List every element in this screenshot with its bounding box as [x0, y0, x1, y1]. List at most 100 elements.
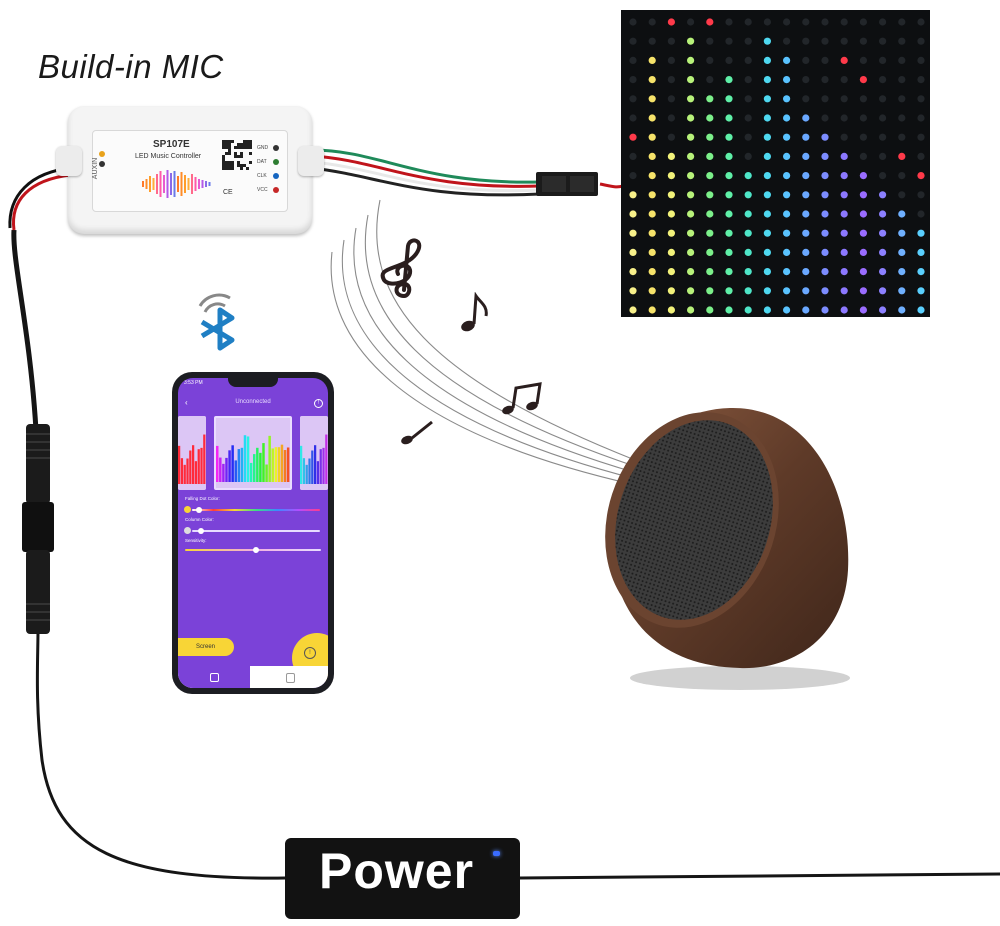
- qr-module: [249, 140, 252, 143]
- status-time: 3:53 PM: [184, 380, 203, 386]
- back-arrow-icon[interactable]: ‹: [185, 398, 188, 407]
- qr-module: [234, 155, 237, 158]
- led-dot: [783, 287, 791, 295]
- led-dot: [879, 76, 887, 84]
- qr-module: [246, 143, 249, 146]
- pin-dot-clk: [273, 173, 279, 179]
- led-dot: [802, 191, 810, 199]
- led-dot: [667, 152, 675, 160]
- led-dot: [802, 306, 810, 314]
- spectrum-bar: [283, 450, 287, 482]
- led-dot: [898, 18, 906, 26]
- led-dot: [802, 37, 810, 45]
- led-dot: [706, 56, 714, 64]
- spectrum-bar: [203, 434, 206, 484]
- mode-thumbnail-right[interactable]: [300, 416, 328, 490]
- mode-thumbnail-left[interactable]: [178, 416, 206, 490]
- led-dot: [898, 76, 906, 84]
- led-dot: [802, 210, 810, 218]
- falling-dot-color-slider[interactable]: [192, 507, 320, 513]
- led-dot: [879, 229, 887, 237]
- led-dot: [648, 191, 656, 199]
- led-dot: [706, 76, 714, 84]
- led-dot: [879, 152, 887, 160]
- led-dot: [667, 76, 675, 84]
- qr-module: [243, 143, 246, 146]
- nav-tab-modes[interactable]: [178, 666, 250, 688]
- led-dot: [802, 268, 810, 276]
- column-color-label: Column Color:: [185, 517, 214, 522]
- led-dot: [821, 268, 829, 276]
- power-module: Power: [285, 838, 520, 919]
- controller-model: SP107E: [153, 139, 190, 150]
- led-dot: [763, 268, 771, 276]
- qr-module: [249, 143, 252, 146]
- led-dot: [840, 191, 848, 199]
- led-dot: [821, 287, 829, 295]
- qr-module: [243, 146, 246, 149]
- screen-button[interactable]: Screen: [178, 638, 234, 656]
- led-dot: [725, 56, 733, 64]
- led-dot: [629, 152, 637, 160]
- falling-dot-check-icon[interactable]: [184, 506, 191, 513]
- spectrum-bar: [271, 448, 274, 482]
- led-dot: [763, 76, 771, 84]
- led-dot: [840, 133, 848, 141]
- qr-module: [222, 158, 225, 161]
- led-dot: [744, 56, 752, 64]
- info-icon[interactable]: !: [314, 399, 323, 408]
- bottom-nav: [178, 666, 328, 688]
- led-dot: [763, 306, 771, 314]
- led-dot: [879, 18, 887, 26]
- led-dot: [667, 114, 675, 122]
- sensitivity-slider[interactable]: [185, 547, 321, 553]
- smartphone: 3:53 PM ‹ Unconnected ! Falling Dot Colo…: [172, 372, 334, 694]
- spectrum-bar: [311, 450, 314, 484]
- led-dot: [917, 210, 925, 218]
- qr-module: [246, 167, 249, 170]
- spectrum-bar: [186, 458, 189, 484]
- led-dot: [763, 287, 771, 295]
- led-dot: [648, 114, 656, 122]
- led-dot: [840, 287, 848, 295]
- led-dot: [725, 172, 733, 180]
- led-dot: [879, 56, 887, 64]
- led-dot: [898, 248, 906, 256]
- spectrum-bar: [228, 450, 231, 482]
- led-dot: [629, 76, 637, 84]
- spectrum-bar: [222, 463, 225, 482]
- led-dot: [783, 191, 791, 199]
- led-dot: [648, 56, 656, 64]
- spectrum-bar: [262, 443, 265, 482]
- qr-module: [243, 164, 246, 167]
- led-dot: [648, 18, 656, 26]
- settings-tab-icon[interactable]: [286, 673, 295, 683]
- led-dot: [917, 229, 925, 237]
- column-color-toggle-icon[interactable]: [184, 527, 191, 534]
- spectrum-bar: [216, 445, 219, 482]
- led-dot: [859, 191, 867, 199]
- led-dot: [667, 229, 675, 237]
- led-dot: [821, 18, 829, 26]
- qr-module: [228, 149, 231, 152]
- led-dot: [667, 268, 675, 276]
- single-note-icon: [401, 420, 433, 445]
- led-dot: [725, 248, 733, 256]
- column-color-slider[interactable]: [192, 528, 320, 534]
- led-dot: [859, 248, 867, 256]
- led-dot: [744, 37, 752, 45]
- qr-module: [240, 164, 243, 167]
- mode-thumbnail-selected[interactable]: [214, 416, 292, 490]
- spectrum-bar: [268, 435, 271, 482]
- qr-module: [225, 140, 228, 143]
- status-bar: 3:53 PM: [178, 378, 328, 390]
- led-dot: [744, 248, 752, 256]
- led-dot: [917, 37, 925, 45]
- led-dot: [629, 191, 637, 199]
- led-dot: [706, 18, 714, 26]
- led-dot: [725, 76, 733, 84]
- led-dot: [744, 76, 752, 84]
- spectrum-bar: [237, 449, 241, 482]
- led-dot: [763, 114, 771, 122]
- qr-module: [228, 164, 231, 167]
